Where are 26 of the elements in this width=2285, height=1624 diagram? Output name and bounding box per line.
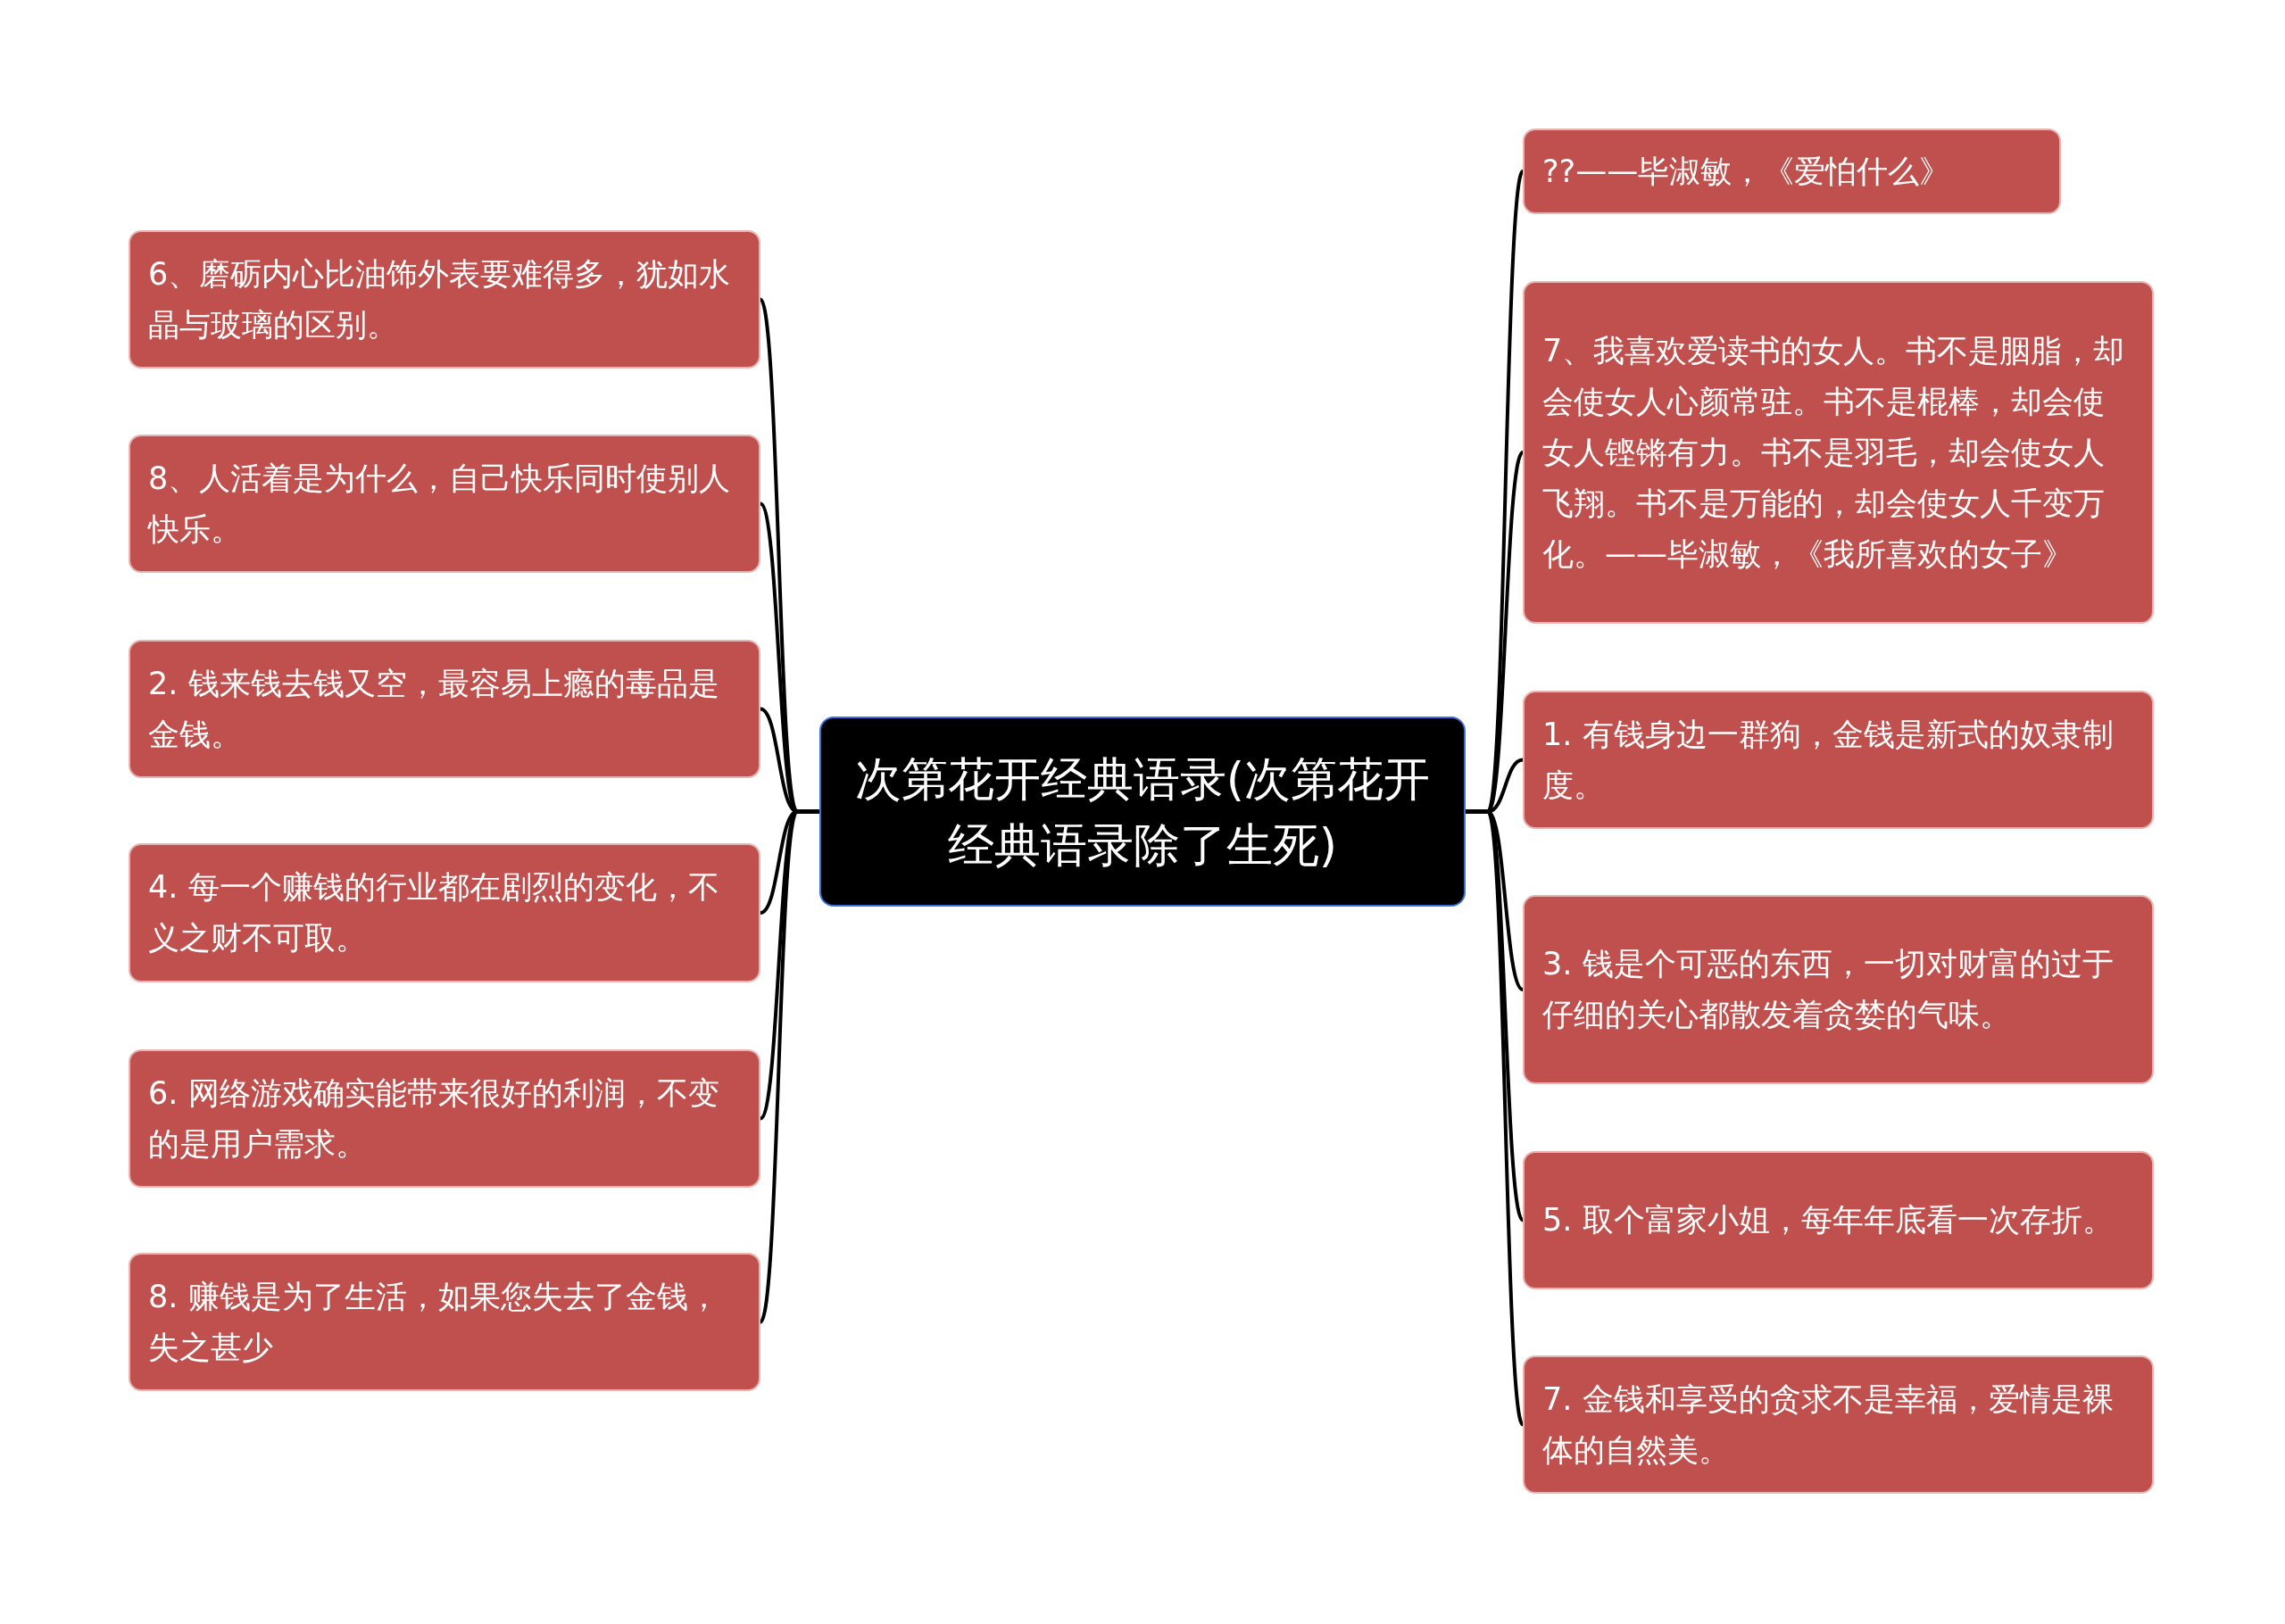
topic-box: [1523, 1151, 2154, 1289]
topic-text: 6. 网络游戏确实能带来很好的利润，不变的是用户需求。: [148, 1073, 720, 1164]
topic-text: 2. 钱来钱去钱又空，最容易上瘾的毒品是金钱。: [148, 664, 720, 754]
topic-text: 8、人活着是为什么，自己快乐同时使别人快乐。: [148, 459, 732, 549]
topic-box: [1523, 281, 2154, 624]
topic-box: [129, 435, 760, 573]
topic-text: 1. 有钱身边一群狗，金钱是新式的奴隶制度。: [1542, 715, 2115, 805]
topic-text: 4. 每一个赚钱的行业都在剧烈的变化，不义之财不可取。: [148, 868, 720, 957]
topic-box: [129, 640, 760, 778]
topic-text: ??——毕淑敏，《爱怕什么》: [1542, 152, 1951, 191]
topic-box: [1523, 895, 2154, 1084]
topic-box: [1523, 691, 2154, 829]
topic-text: 6、磨砺内心比油饰外表要难得多，犹如水晶与玻璃的区别。: [148, 254, 732, 344]
topic-box: [1523, 128, 2061, 214]
central-topic-box: [819, 717, 1466, 907]
topic-text: 7、我喜欢爱读书的女人。书不是胭脂，却会使女人心颜常驻。书不是棍棒，却会使女人铿锵有力。书不是羽毛，却会使女人飞翔。书不是万能的，却会使女人千变万化。——毕淑敏，《我所喜欢的女子》: [1542, 331, 2126, 574]
topic-text: 7. 金钱和享受的贪求不是幸福，爱情是裸体的自然美。: [1542, 1380, 2115, 1470]
topic-text: 5. 取个富家小姐，每年年底看一次存折。: [1542, 1201, 2114, 1239]
topic-box: [129, 230, 760, 369]
topic-box: [129, 1049, 760, 1188]
topic-text: 次第花开经典语录(次第花开经典语录除了生死): [853, 750, 1432, 874]
topic-box: [1523, 1355, 2154, 1494]
topic-box: [129, 1253, 760, 1391]
topic-text: 3. 钱是个可恶的东西，一切对财富的过于仔细的关心都散发着贪婪的气味。: [1542, 945, 2115, 1034]
topic-text: 8. 赚钱是为了生活，如果您失去了金钱，失之甚少: [148, 1277, 720, 1367]
topic-box: [129, 843, 760, 982]
